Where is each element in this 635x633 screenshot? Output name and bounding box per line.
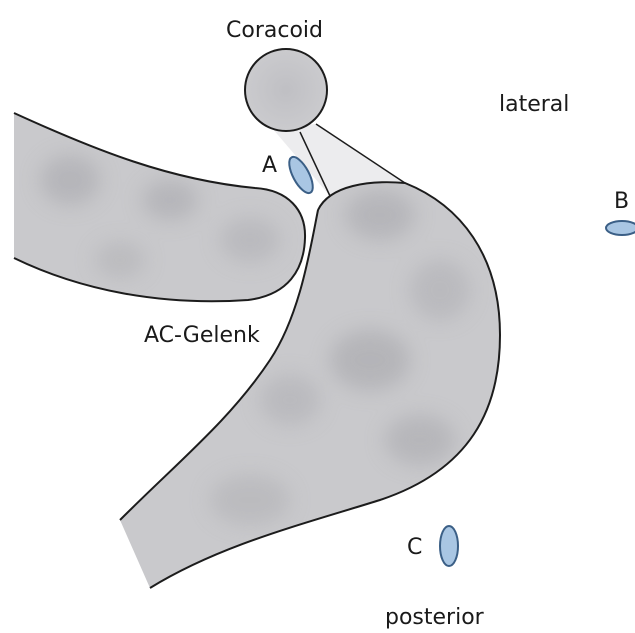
coracoid-process	[245, 49, 327, 131]
label-lateral: lateral	[499, 92, 569, 117]
label-posterior: posterior	[385, 605, 485, 630]
label-c: C	[407, 535, 422, 560]
label-b: B	[614, 189, 629, 214]
clavicle	[14, 113, 305, 301]
label-a: A	[262, 153, 277, 178]
marker-b	[606, 221, 635, 235]
marker-c	[440, 526, 458, 566]
label-coracoid: Coracoid	[226, 18, 323, 43]
label-ac-joint: AC-Gelenk	[144, 323, 260, 348]
